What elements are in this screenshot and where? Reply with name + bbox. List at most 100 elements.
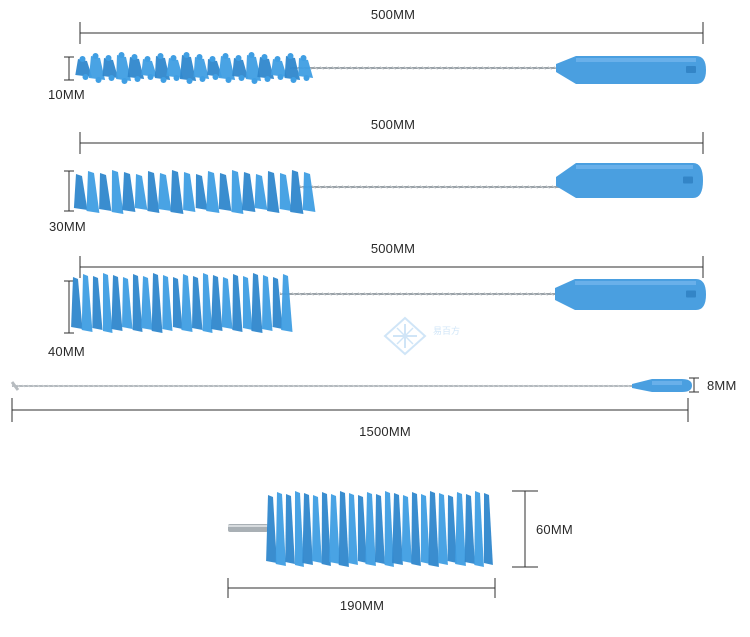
bristle-tuft (154, 56, 171, 80)
length-label-brush-2: 500MM (370, 117, 416, 132)
bristle-tuft (302, 493, 313, 565)
bristle-tip (290, 77, 297, 83)
bristle-tip (160, 77, 167, 83)
handle-highlight (575, 281, 696, 285)
bristle-tip (108, 75, 115, 81)
bristle-tuft (166, 58, 184, 78)
handle-slot (686, 290, 696, 298)
bristle-tuft (218, 173, 232, 211)
bristle-tip (212, 74, 219, 80)
brush-8mm-long (10, 379, 692, 392)
bristle-tip (79, 56, 86, 62)
bristle-tuft (329, 494, 340, 564)
bristle-tip (261, 54, 268, 60)
bristle-tuft (151, 273, 163, 333)
bristle-tuft (242, 276, 253, 330)
bristle-tip (131, 54, 138, 60)
watermark-logo: 易百方 (383, 316, 483, 356)
bristle-tip (303, 75, 310, 81)
bristle-tuft (272, 277, 283, 329)
bristle-tuft (270, 59, 288, 77)
diameter-label-brush-1: 10MM (48, 87, 85, 102)
bristle-tip (248, 52, 255, 58)
bristle-tuft (102, 58, 119, 78)
bristle-tuft (231, 170, 244, 214)
bristle-tuft (211, 275, 223, 331)
bristle-tuft (183, 172, 196, 212)
bristle-tuft (157, 173, 172, 211)
bristle-tip (105, 55, 112, 61)
bristle-tuft (357, 495, 367, 563)
bristle-tuft (232, 58, 249, 78)
length-label-brush-5: 190MM (339, 598, 385, 613)
length-label-brush-3: 500MM (370, 241, 416, 256)
bristle-tip (134, 76, 141, 82)
bristle-tuft (192, 276, 203, 330)
bristle-tuft (111, 275, 123, 331)
bristle-tuft (147, 171, 160, 213)
bristle-tuft (298, 58, 314, 78)
wire-tip (10, 381, 20, 391)
length-label-brush-4: 1500MM (359, 424, 411, 439)
diameter-label-brush-4: 8MM (707, 378, 737, 393)
bristle-tuft (181, 274, 193, 332)
bristle-tip (157, 53, 164, 59)
handle-slot (683, 176, 693, 184)
handle-highlight (576, 165, 693, 169)
bristle-tuft (162, 275, 173, 331)
diameter-label-brush-2: 30MM (49, 219, 86, 234)
bristle-tip (82, 74, 89, 80)
bristle-tuft (401, 495, 412, 563)
handle-body (556, 56, 706, 84)
bristle-tuft (428, 491, 439, 567)
bristle-tuft (221, 277, 233, 329)
bristle-tuft (116, 55, 132, 81)
bristle-tuft (195, 174, 208, 210)
bristle-tuft (438, 493, 448, 565)
stem-highlight (228, 525, 268, 527)
dimension-lines (11, 22, 704, 598)
bristle-tip (173, 75, 180, 81)
handle-highlight (576, 58, 696, 62)
wire-twist (299, 185, 562, 189)
bristle-tip (277, 74, 284, 80)
bristle-tuft (302, 172, 316, 212)
bristle-tuft (241, 172, 256, 212)
bristle-tuft (285, 494, 295, 564)
bristle-tip (209, 56, 216, 62)
handle-slot (686, 66, 696, 73)
bristle-tuft (73, 174, 88, 210)
length-label-brush-1: 500MM (370, 7, 416, 22)
bristle-tuft (81, 274, 93, 332)
diameter-label-brush-3: 40MM (48, 344, 85, 359)
bristle-tip (196, 54, 203, 60)
bristle-tip (251, 78, 258, 84)
bristle-tip (238, 75, 245, 81)
bristle-tuft (218, 56, 236, 80)
bristle-tuft (232, 274, 243, 332)
bristle-tip (170, 55, 177, 61)
bristle-tuft (141, 276, 153, 330)
bristle-tuft (365, 492, 376, 566)
brush-10mm (75, 52, 706, 84)
handle-body (556, 163, 703, 198)
brush-40mm (71, 273, 706, 333)
bristle-tip (222, 53, 229, 59)
watermark-text: 易百方 (433, 327, 461, 337)
bristle-tuft (99, 173, 112, 211)
bristle-tuft (384, 491, 394, 567)
bristle-tuft (375, 494, 385, 564)
bristle-tip (183, 52, 190, 58)
bristle-tip (95, 77, 102, 83)
snowflake-diamond-icon (383, 316, 427, 356)
wire-twist (279, 292, 560, 296)
bristle-tuft (75, 59, 93, 77)
bristle-tip (199, 76, 206, 82)
bristle-tuft (279, 173, 292, 211)
bristle-tuft (127, 57, 145, 79)
diameter-label-brush-5: 60MM (536, 522, 573, 537)
brush-60mm-short (228, 491, 493, 567)
bristle-tip (225, 77, 232, 83)
bristle-tuft (483, 493, 493, 565)
